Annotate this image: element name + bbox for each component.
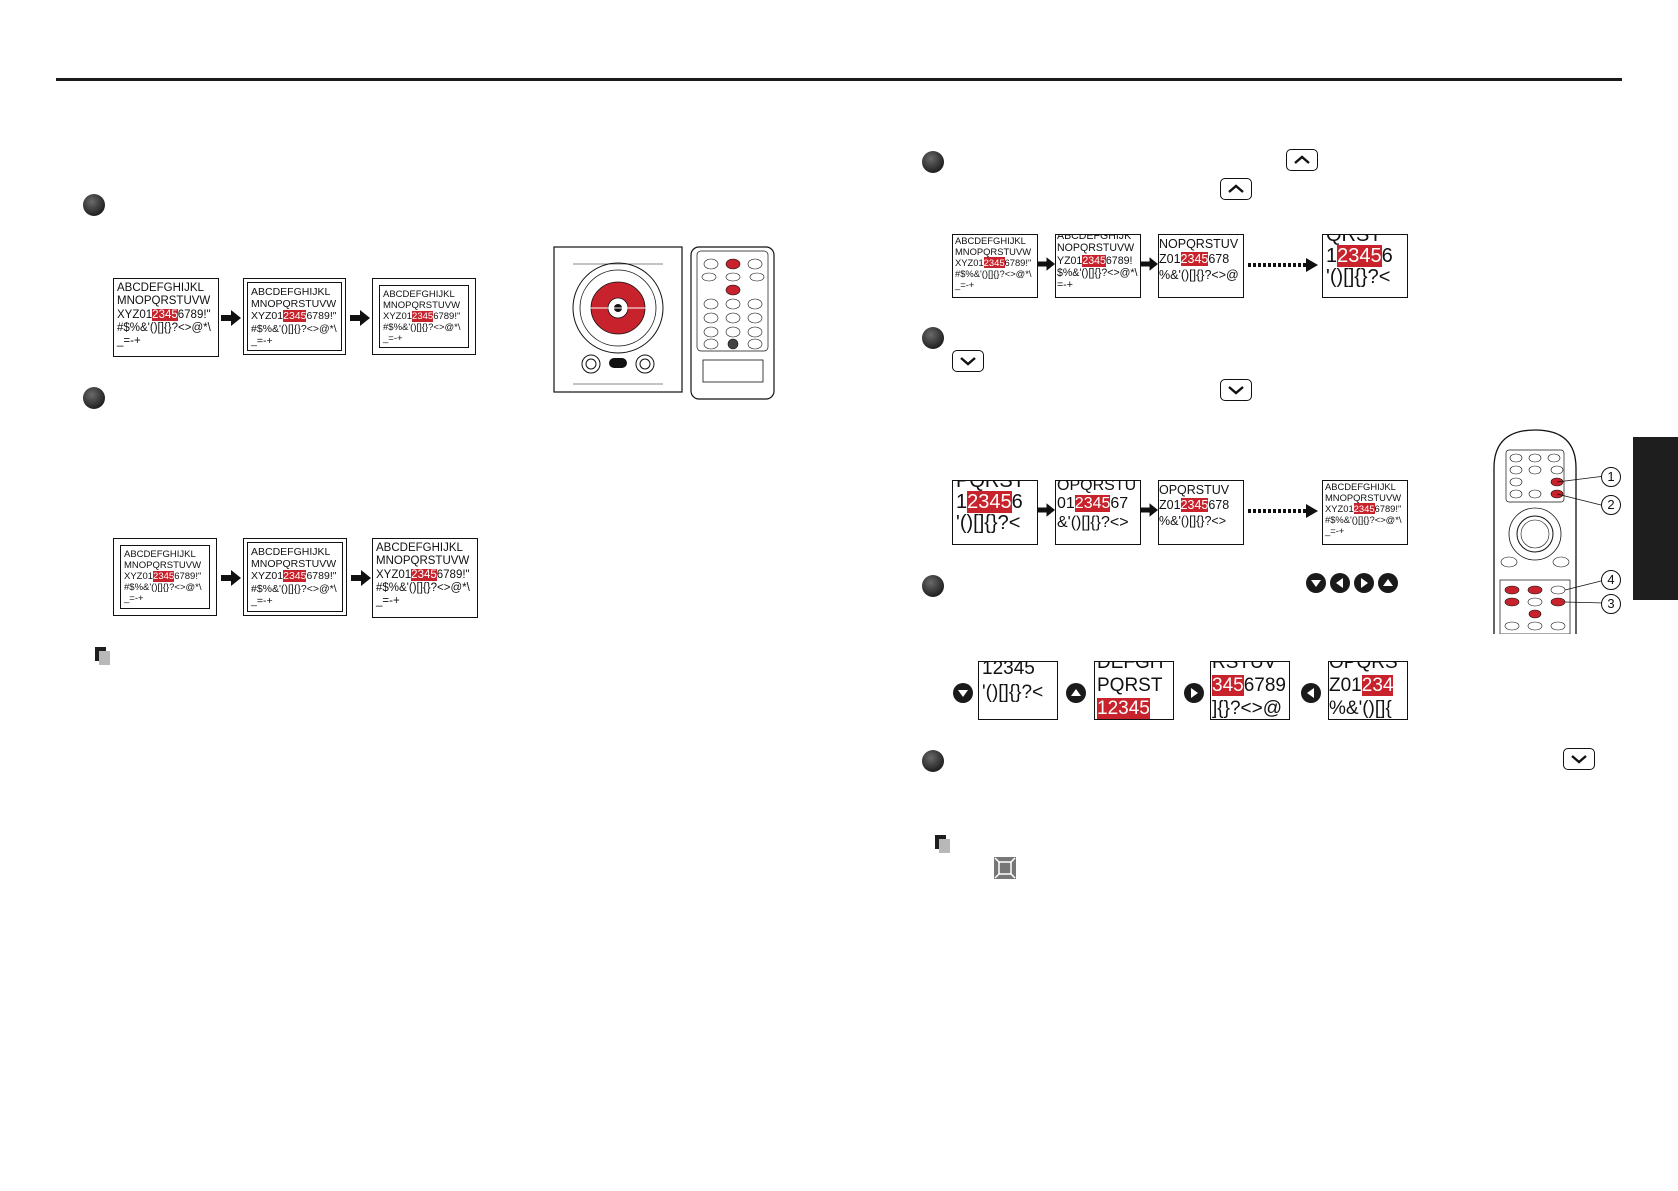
callout-number: 3 bbox=[1601, 594, 1621, 614]
arrow-right-icon bbox=[1141, 503, 1158, 517]
pan-right-result: RSTUV 3456789 ]{}?<>@ bbox=[1210, 661, 1290, 720]
arrow-right-icon bbox=[221, 570, 241, 586]
arrow-right-icon bbox=[350, 310, 370, 326]
arrow-right-icon bbox=[1141, 257, 1158, 271]
pan-down-icon bbox=[1306, 573, 1326, 593]
screen-text: 12345 '()[]{}?< bbox=[982, 661, 1044, 703]
screen-bordered-2: ABCDEFGHIJKL MNOPQRSTUVW XYZ0123456789!"… bbox=[243, 538, 347, 616]
callout-number: 2 bbox=[1601, 495, 1621, 515]
zoom-in-screen-1: ABCDEFGHIJKL MNOPQRSTUVW XYZ0123456789!"… bbox=[952, 234, 1038, 298]
callout-number: 1 bbox=[1601, 467, 1621, 487]
remote-control-illustration-large bbox=[1493, 429, 1577, 634]
screen-text: ABCDEFGHIJKL MNOPQRSTUVW XYZ0123456789!"… bbox=[124, 549, 202, 605]
pan-left-icon bbox=[1330, 573, 1350, 593]
screen-text: RSTUV 3456789 ]{}?<>@ bbox=[1212, 661, 1286, 719]
screen-text: OPQRS Z01234 %&'()[]{ bbox=[1329, 661, 1398, 719]
zoom-up-key-icon bbox=[1286, 149, 1318, 171]
screen-text: ABCDEFGHIJKL MNOPQRSTUVW XYZ0123456789!"… bbox=[955, 235, 1032, 290]
zoom-out-screen-1: PQRST 123456 '()[]{}?< bbox=[952, 480, 1038, 545]
zoom-out-screen-2: OPQRSTU 01234567 &'()[]{}?<> bbox=[1055, 480, 1141, 545]
pan-up-icon bbox=[1378, 573, 1398, 593]
dotted-arrow-icon bbox=[1248, 258, 1318, 272]
screen-text: ABCDEFGHIJKL MNOPQRSTUVW XYZ0123456789!"… bbox=[117, 282, 211, 348]
screen-full-2: ABCDEFGHIJKL MNOPQRSTUVW XYZ0123456789!"… bbox=[372, 538, 478, 618]
pan-right-icon bbox=[1184, 683, 1204, 703]
zoom-out-screen-4: ABCDEFGHIJKL MNOPQRSTUVW XYZ0123456789!"… bbox=[1322, 480, 1408, 545]
chapter-tab bbox=[1633, 437, 1678, 600]
note-icon bbox=[935, 835, 950, 853]
screen-small-2: ABCDEFGHIJKL MNOPQRSTUVW XYZ0123456789!"… bbox=[113, 538, 217, 616]
header-rule bbox=[56, 78, 1622, 81]
screen-text: ABCDEFGHIJKL MNOPQRSTUVW XYZ0123456789!"… bbox=[383, 289, 461, 345]
screen-text: ABCDEFGHIJKL MNOPQRSTUVW XYZ0123456789!"… bbox=[1325, 481, 1402, 536]
screen-text: PQRST 123456 '()[]{}?< bbox=[956, 480, 1025, 534]
arrow-right-icon bbox=[351, 570, 371, 586]
step-bullet-1 bbox=[83, 194, 105, 216]
callout-number: 4 bbox=[1601, 570, 1621, 590]
pan-down-icon bbox=[953, 683, 973, 703]
zoom-down-key-icon bbox=[952, 350, 984, 372]
callout-lines bbox=[1556, 475, 1606, 604]
screen-text: ABCDEFGHIJKL MNOPQRSTUVW XYZ0123456789!"… bbox=[251, 546, 337, 607]
control-panel-illustration bbox=[553, 246, 683, 393]
pan-left-icon bbox=[1301, 683, 1321, 703]
step-bullet-6 bbox=[922, 750, 944, 772]
zoom-out-screen-3: OPQRSTUV Z012345678 %&'()[]{}?<> bbox=[1158, 480, 1244, 545]
screen-small-1: ABCDEFGHIJKL MNOPQRSTUVW XYZ0123456789!"… bbox=[372, 278, 476, 355]
screen-full-1: ABCDEFGHIJKL MNOPQRSTUVW XYZ0123456789!"… bbox=[113, 278, 219, 357]
zoom-down-key-icon bbox=[1563, 748, 1595, 770]
zoom-in-screen-4: QRST 123456 '()[]{}?< bbox=[1322, 234, 1408, 298]
step-bullet-5 bbox=[922, 575, 944, 597]
zoom-in-screen-2: ABCDEFGHIJK NOPQRSTUVW YZ0123456789! $%&… bbox=[1055, 234, 1141, 298]
zoom-in-screen-3: NOPQRSTUV Z012345678 %&'()[]{}?<>@ bbox=[1158, 234, 1244, 298]
pan-left-result: OPQRS Z01234 %&'()[]{ bbox=[1328, 661, 1408, 720]
step-bullet-4 bbox=[922, 327, 944, 349]
screen-bordered-1: ABCDEFGHIJKL MNOPQRSTUVW XYZ0123456789!"… bbox=[243, 278, 346, 355]
zoom-up-key-icon bbox=[1220, 178, 1252, 200]
step-bullet-3 bbox=[922, 151, 944, 173]
zoom-down-key-icon bbox=[1220, 379, 1252, 401]
step-bullet-2 bbox=[83, 387, 105, 409]
arrow-right-icon bbox=[221, 310, 241, 326]
screen-text: ABCDEFGHIJKL MNOPQRSTUVW XYZ0123456789!"… bbox=[376, 542, 470, 608]
screen-text: DEFGH PQRST 12345 bbox=[1097, 661, 1164, 719]
note-icon bbox=[95, 647, 110, 665]
pan-right-icon bbox=[1354, 573, 1374, 593]
pan-up-result: DEFGH PQRST 12345 bbox=[1094, 661, 1174, 720]
screen-text: ABCDEFGHIJK NOPQRSTUVW YZ0123456789! $%&… bbox=[1057, 234, 1138, 292]
zoom-display-icon bbox=[994, 857, 1016, 879]
screen-text: OPQRSTUV Z012345678 %&'()[]{}?<> bbox=[1159, 483, 1230, 528]
screen-text: OPQRSTU 01234567 &'()[]{}?<> bbox=[1057, 480, 1137, 531]
screen-text: QRST 123456 '()[]{}?< bbox=[1326, 234, 1393, 288]
dotted-arrow-icon bbox=[1248, 504, 1318, 518]
screen-text: NOPQRSTUV Z012345678 %&'()[]{}?<>@ bbox=[1159, 237, 1239, 282]
screen-text: ABCDEFGHIJKL MNOPQRSTUVW XYZ0123456789!"… bbox=[251, 286, 337, 347]
arrow-right-icon bbox=[1038, 503, 1055, 517]
pan-down-result: 12345 '()[]{}?< bbox=[978, 661, 1058, 720]
remote-control-illustration-small bbox=[690, 246, 775, 400]
arrow-right-icon bbox=[1038, 257, 1055, 271]
pan-up-icon bbox=[1066, 683, 1086, 703]
